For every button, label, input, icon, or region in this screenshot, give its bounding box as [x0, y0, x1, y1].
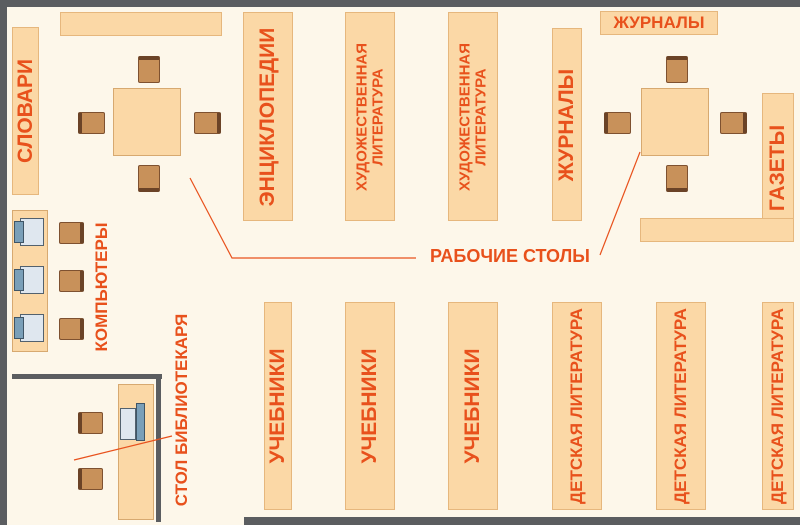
work-tables-label: РАБОЧИЕ СТОЛЫ	[430, 246, 590, 266]
wall-left	[0, 0, 7, 525]
chair-icon	[194, 112, 221, 134]
shelf-uchebniki-1: УЧЕБНИКИ	[264, 302, 292, 510]
shelf-label: ХУДОЖЕСТВЕННАЯ ЛИТЕРАТУРА	[456, 42, 489, 191]
shelf-hud-lit-2: ХУДОЖЕСТВЕННАЯ ЛИТЕРАТУРА	[448, 12, 498, 221]
chair-icon	[78, 468, 103, 490]
librarian-area-wall-right	[156, 374, 161, 522]
shelf-enciklopedii: ЭНЦИКЛОПЕДИИ	[243, 12, 293, 221]
chair-icon	[78, 412, 103, 434]
shelf-label: УЧЕБНИКИ	[460, 348, 484, 464]
shelf-detskaya-3: ДЕТСКАЯ ЛИТЕРАТУРА	[762, 302, 794, 510]
reading-table-left	[113, 88, 181, 156]
shelf-label: ЖУРНАЛЫ	[613, 13, 705, 32]
wall-top	[0, 0, 800, 7]
shelf-label: ДЕТСКАЯ ЛИТЕРАТУРА	[567, 308, 587, 504]
monitor-icon	[14, 317, 24, 339]
shelf-label: ДЕТСКАЯ ЛИТЕРАТУРА	[671, 308, 691, 504]
shelf-label: ГАЗЕТЫ	[765, 124, 789, 211]
shelf-label: ДЕТСКАЯ ЛИТЕРАТУРА	[768, 308, 788, 504]
leader-line-right-table	[599, 151, 641, 256]
shelf-label: ЖУРНАЛЫ	[554, 68, 578, 181]
shelf-top-left	[60, 12, 222, 36]
shelf-zhurnaly: ЖУРНАЛЫ	[552, 28, 582, 221]
shelf-gazety-base	[640, 218, 794, 242]
shelf-detskaya-2: ДЕТСКАЯ ЛИТЕРАТУРА	[656, 302, 706, 510]
chair-icon	[78, 112, 105, 134]
chair-icon	[138, 56, 160, 83]
shelf-label: ЭНЦИКЛОПЕДИИ	[255, 27, 279, 206]
shelf-detskaya-1: ДЕТСКАЯ ЛИТЕРАТУРА	[552, 302, 602, 510]
chair-icon	[604, 112, 631, 134]
shelf-label: ХУДОЖЕСТВЕННАЯ ЛИТЕРАТУРА	[353, 42, 386, 191]
shelf-slovari: СЛОВАРИ	[12, 27, 39, 195]
computers-label: КОМПЬЮТЕРЫ	[92, 222, 111, 352]
shelf-uchebniki-3: УЧЕБНИКИ	[448, 302, 498, 510]
chair-icon	[666, 165, 688, 192]
shelf-label: СЛОВАРИ	[13, 58, 37, 164]
shelf-label: УЧЕБНИКИ	[357, 348, 381, 464]
chair-icon	[720, 112, 747, 134]
computer-icon	[120, 408, 136, 440]
shelf-hud-lit-1: ХУДОЖЕСТВЕННАЯ ЛИТЕРАТУРА	[345, 12, 395, 221]
computer-icon	[20, 266, 44, 294]
chair-icon	[59, 270, 84, 292]
chair-icon	[59, 222, 84, 244]
reading-table-right	[641, 88, 709, 156]
shelf-gazety: ГАЗЕТЫ	[762, 93, 794, 242]
computer-icon	[20, 314, 44, 342]
monitor-icon	[14, 269, 24, 291]
chair-icon	[666, 56, 688, 83]
librarian-area-wall-top	[12, 374, 162, 379]
chair-icon	[138, 165, 160, 192]
shelf-uchebniki-2: УЧЕБНИКИ	[345, 302, 395, 510]
monitor-icon	[14, 221, 24, 243]
wall-bottom	[244, 517, 800, 525]
monitor-icon	[136, 403, 145, 441]
shelf-zhurnaly-top: ЖУРНАЛЫ	[600, 11, 718, 35]
chair-icon	[59, 318, 84, 340]
librarian-desk-label: СТОЛ БИБЛИОТЕКАРЯ	[172, 313, 191, 507]
shelf-label: УЧЕБНИКИ	[265, 348, 289, 464]
